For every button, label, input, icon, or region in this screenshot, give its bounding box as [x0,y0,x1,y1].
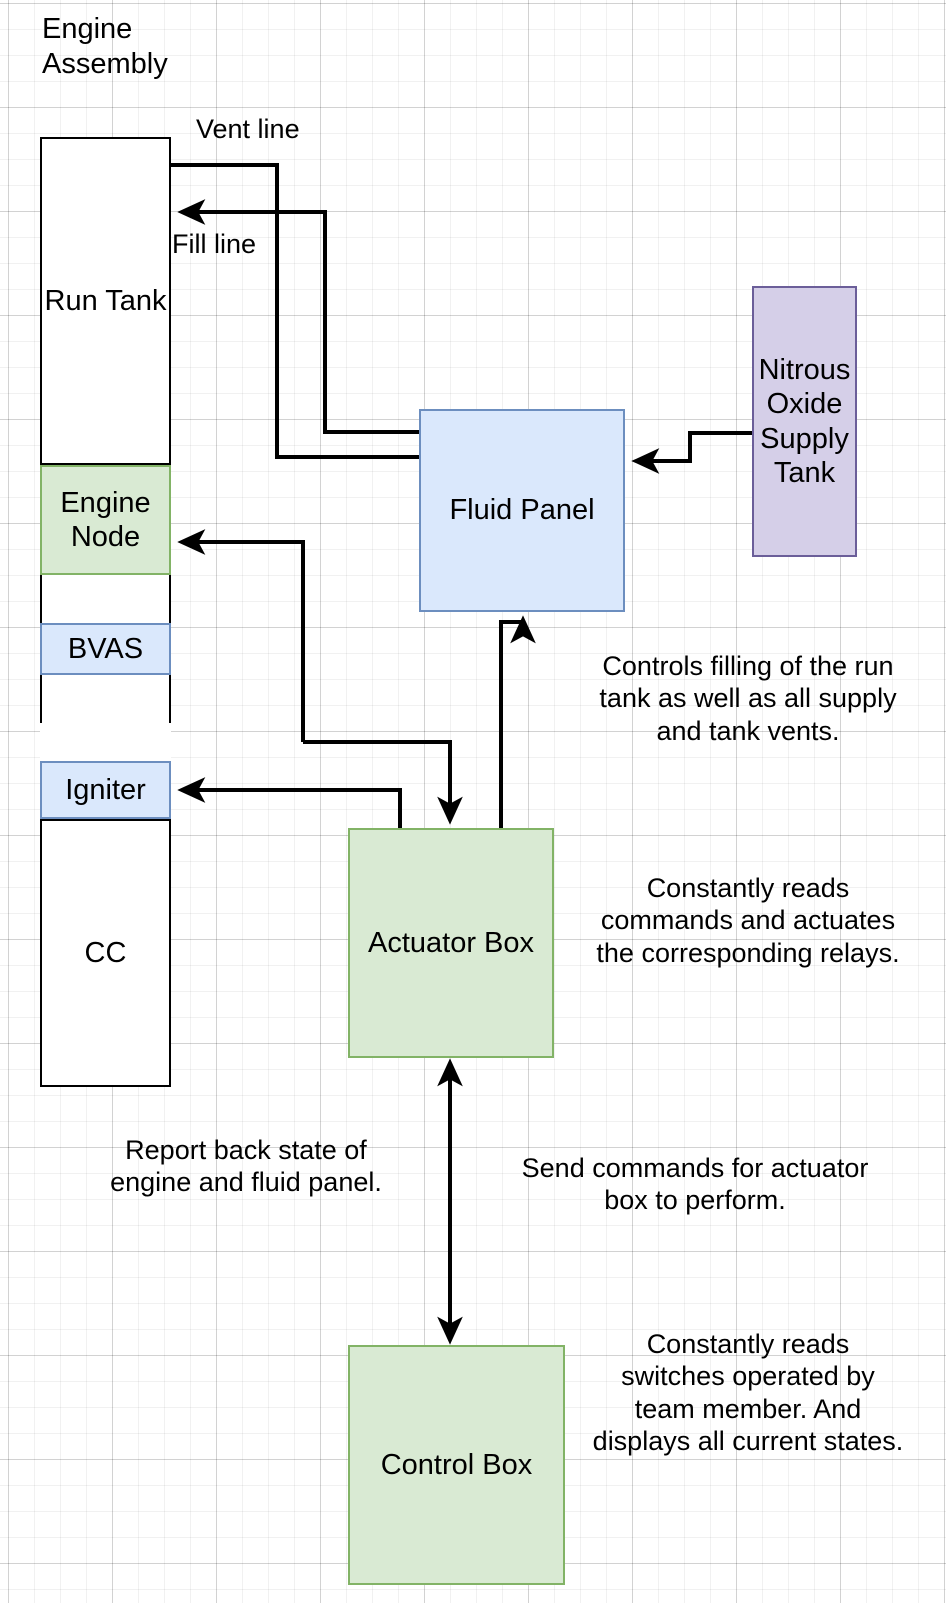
node-run-tank[interactable]: Run Tank [40,137,171,465]
annotation-actuator-box: Constantly reads commands and actuates t… [596,873,900,968]
wire-actuator-to-fluid-panel [499,615,536,840]
annotation-send-commands: Send commands for actuator box to perfor… [521,1153,869,1216]
annotation-control-box: Constantly reads switches operated by te… [592,1329,904,1457]
edge-label-vent-line: Vent line [196,114,300,144]
page-title: Engine Assembly [42,13,168,80]
node-actuator-box[interactable]: Actuator Box [348,828,554,1058]
wire-actuator-to-engine-node-run [303,740,463,825]
wire-actuator-to-igniter [177,777,402,828]
node-igniter[interactable]: Igniter [40,761,171,819]
node-bvas[interactable]: BVAS [40,623,171,675]
node-fluid-panel[interactable]: Fluid Panel [419,409,625,612]
node-cc[interactable]: CC [40,819,171,1087]
node-engine-node[interactable]: Engine Node [40,465,171,575]
wire-vent-line [171,163,419,459]
node-spacer-upper [40,575,171,623]
node-spacer-lower [40,723,171,761]
node-nitrous-oxide-supply-tank[interactable]: Nitrous Oxide Supply Tank [752,286,857,557]
node-control-box[interactable]: Control Box [348,1345,565,1585]
annotation-report-back: Report back state of engine and fluid pa… [110,1135,382,1198]
node-spacer-middle [40,675,171,723]
wire-nitrous-to-fluid-panel [631,431,752,474]
annotation-fluid-panel: Controls filling of the run tank as well… [599,651,897,746]
wire-fluid-panel-to-engine-node [177,529,305,742]
edge-label-fill-line: Fill line [172,229,257,259]
